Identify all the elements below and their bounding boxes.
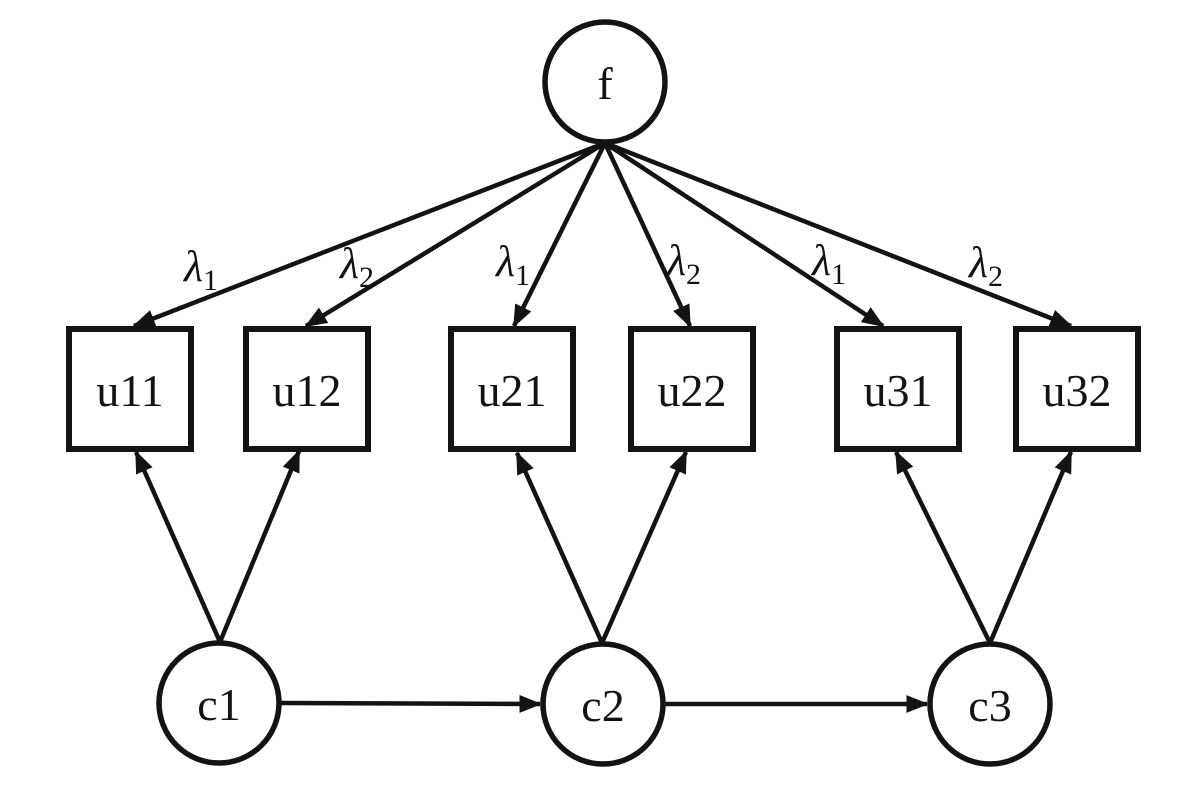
- node-f-label: f: [597, 58, 613, 109]
- node-u12-label: u12: [273, 365, 342, 416]
- edge-f-u31: [603, 141, 885, 328]
- node-c2-label: c2: [581, 680, 624, 731]
- edge-label-lambda2-right: λ2: [967, 238, 1003, 293]
- edge-c1-c2: [279, 694, 542, 713]
- node-c3-label: c3: [968, 680, 1011, 731]
- edge-c2-u22: [599, 450, 689, 644]
- edge-f-u11: [132, 140, 606, 329]
- edge-label-lambda1-middle: λ1: [494, 237, 530, 292]
- edges-layer: [132, 140, 1074, 713]
- node-c1-label: c1: [197, 679, 240, 730]
- edge-f-u32: [604, 140, 1073, 329]
- edge-c2-u21: [514, 451, 605, 644]
- edge-c3-u32: [987, 450, 1074, 644]
- edge-label-lambda1-left: λ1: [182, 242, 218, 297]
- edge-f-u12: [304, 141, 607, 328]
- node-u22-label: u22: [658, 365, 727, 416]
- lambda-symbol: λ: [338, 239, 359, 288]
- edge-f-u22: [602, 142, 693, 328]
- edge-f-u21: [511, 141, 608, 328]
- edge-label-lambda2-left: λ2: [338, 239, 374, 294]
- node-u21-label: u21: [478, 365, 547, 416]
- lambda-subscript: 1: [515, 259, 530, 292]
- edge-label-lambda2-middle: λ2: [665, 236, 701, 291]
- lambda-subscript: 2: [686, 258, 701, 291]
- node-u31: [834, 326, 962, 452]
- lambda-subscript: 2: [988, 260, 1003, 293]
- edge-c1-u11: [133, 450, 223, 643]
- node-u11-label: u11: [96, 365, 163, 416]
- lambda-symbol: λ: [182, 242, 203, 291]
- node-c2: [540, 641, 666, 767]
- lambda-symbol: λ: [665, 236, 686, 285]
- edge-label-lambda1-right: λ1: [810, 236, 846, 291]
- node-u21: [448, 326, 576, 452]
- node-u32-label: u32: [1043, 365, 1112, 416]
- node-u22: [628, 326, 756, 452]
- lambda-subscript: 1: [203, 264, 218, 297]
- lambda-symbol: λ: [967, 238, 988, 287]
- node-c1: [156, 640, 282, 766]
- node-u11: [66, 326, 194, 452]
- lambda-subscript: 2: [359, 261, 374, 294]
- node-c3: [927, 641, 1053, 767]
- node-u12: [243, 326, 371, 452]
- edge-c1-u12: [217, 449, 302, 643]
- lambda-symbol: λ: [494, 237, 515, 286]
- lambda-subscript: 1: [831, 258, 846, 291]
- node-f: [542, 19, 668, 145]
- lambda-symbol: λ: [810, 236, 831, 285]
- node-u32: [1013, 326, 1141, 452]
- edge-c3-u31: [893, 450, 993, 644]
- nodes-layer: f u11 u12 u21 u22 u31 u32 c1 c2 c3: [66, 19, 1141, 767]
- node-u31-label: u31: [864, 365, 933, 416]
